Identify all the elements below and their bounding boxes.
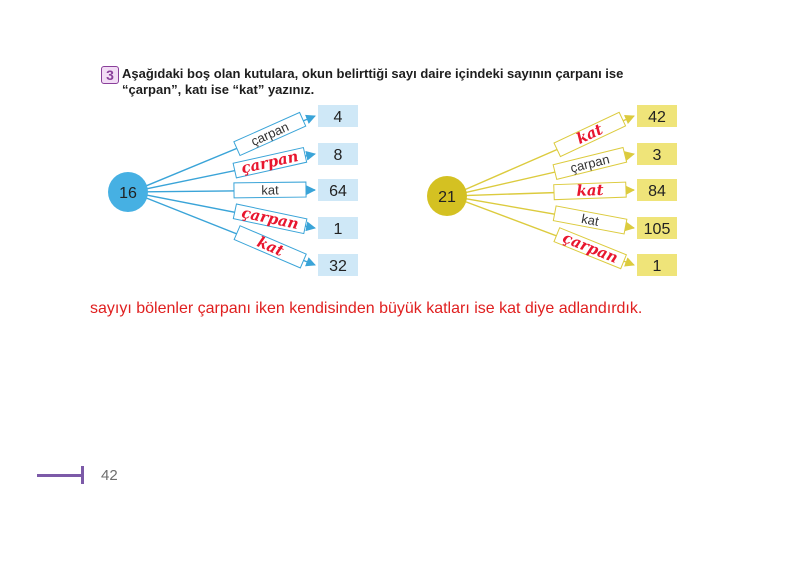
right-number-box-4: [637, 217, 677, 239]
left-number-box-1: [318, 105, 358, 127]
left-number-3: 64: [329, 183, 347, 200]
left-label-box-4: [232, 203, 308, 235]
right-number-5: 1: [653, 258, 662, 275]
left-label-box-1: [233, 111, 307, 157]
left-number-box-5: [318, 254, 358, 276]
handwritten-answer: sayıyı bölenler çarpanı iken kendisinden…: [90, 300, 643, 317]
question-text-line2: “çarpan”, katı ise “kat” yazınız.: [122, 82, 315, 97]
right-label-box-2: [552, 146, 628, 180]
left-number-box-3: [318, 179, 358, 201]
right-number-1: 42: [648, 109, 666, 126]
left-number-box-2: [318, 143, 358, 165]
right-label-box-3: [553, 181, 627, 201]
right-number-3: 84: [648, 183, 666, 200]
right-label-3: kat: [576, 181, 604, 200]
left-number-box-4: [318, 217, 358, 239]
left-center-number: 16: [119, 185, 137, 202]
right-number-box-1: [637, 105, 677, 127]
page-footer-line: [37, 474, 83, 477]
left-label-3: kat: [261, 182, 279, 197]
right-number-2: 3: [653, 147, 662, 164]
right-number-box-5: [637, 254, 677, 276]
right-label-group-3: kat: [553, 181, 627, 201]
left-label-box-5: [233, 225, 307, 269]
page-number: 42: [101, 467, 118, 484]
left-number-4: 1: [334, 221, 343, 238]
right-number-box-2: [637, 143, 677, 165]
question-number-badge: 3: [101, 66, 119, 84]
question-text-line1: Aşağıdaki boş olan kutulara, okun belirt…: [122, 66, 624, 81]
left-label-4: çarpan: [240, 203, 300, 233]
right-label-5: çarpan: [560, 229, 620, 267]
right-label-group-4: kat: [552, 205, 628, 235]
right-center-number: 21: [438, 189, 456, 206]
page-footer-tick: [81, 466, 84, 484]
right-number-4: 105: [644, 221, 671, 238]
left-number-5: 32: [329, 258, 347, 275]
left-number-2: 8: [334, 147, 343, 164]
left-number-1: 4: [334, 109, 343, 126]
right-number-box-3: [637, 179, 677, 201]
right-label-box-5: [553, 227, 628, 270]
question-text: Aşağıdaki boş olan kutulara, okun belirt…: [122, 66, 702, 98]
right-label-4: kat: [580, 211, 600, 229]
left-label-box-3: [233, 181, 307, 199]
left-label-box-2: [232, 146, 308, 179]
left-label-1: çarpan: [249, 119, 291, 149]
right-label-box-1: [553, 111, 627, 158]
right-label-2: çarpan: [569, 151, 611, 175]
left-center-circle: [108, 172, 148, 212]
right-center-circle: [427, 176, 467, 216]
right-label-box-4: [552, 205, 628, 235]
left-label-group-3: kat: [233, 181, 307, 199]
